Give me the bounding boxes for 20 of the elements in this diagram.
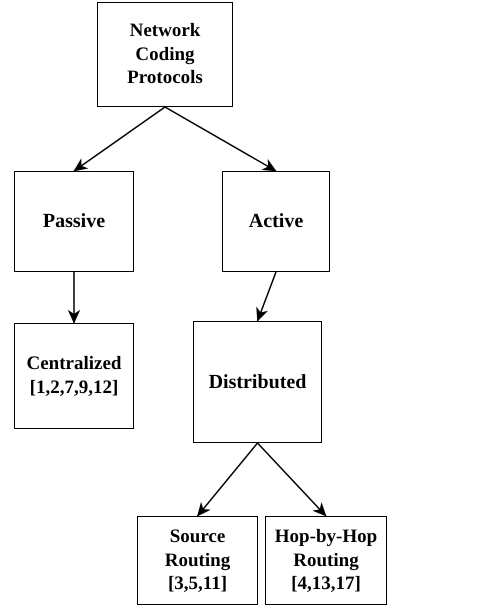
category-box <box>137 516 258 605</box>
category-box <box>14 323 134 429</box>
box-label: Centralized [1,2,7,9,12] <box>26 352 122 400</box>
box-label: Distributed <box>208 370 306 394</box>
arrow <box>256 272 277 322</box>
arrow <box>256 442 327 517</box>
arrow <box>73 106 166 172</box>
category-box <box>14 171 134 272</box>
box-label: Source Routing [3,5,11] <box>164 524 232 596</box>
box-label: Active <box>248 209 304 234</box>
category-box <box>222 171 330 272</box>
arrow <box>164 106 277 172</box>
category-box <box>265 516 387 605</box>
arrow <box>68 272 80 324</box>
box-label: Passive <box>42 209 106 234</box>
arrow <box>196 442 258 517</box>
box-label: Network Coding Protocols <box>126 18 204 90</box>
category-box <box>193 321 322 443</box>
category-box <box>97 2 233 107</box>
box-label: Hop-by-Hop Routing [4,13,17] <box>274 524 378 596</box>
